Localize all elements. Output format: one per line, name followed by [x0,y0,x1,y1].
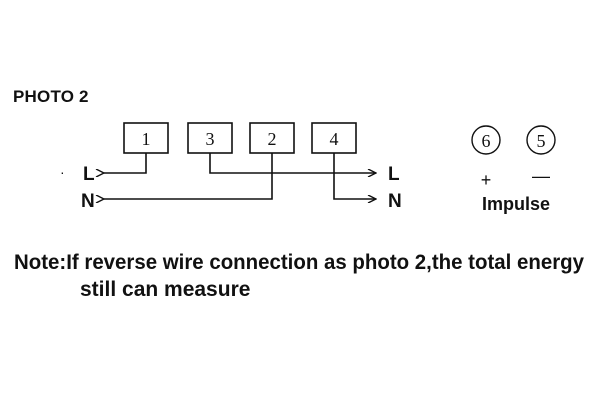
note-line-2: still can measure [80,278,250,301]
left-neutral-label: N [81,191,95,212]
pulse-plus-sign: + [481,170,492,190]
wire-terminal4-to-right-neutral [333,153,376,199]
terminal-box-4 [311,122,357,154]
photo-title: PHOTO 2 [13,87,89,106]
pulse-terminal-label-5: 5 [537,131,546,151]
pulse-output: 6 5 + — Impulse [471,125,556,214]
pulse-terminal-5 [526,125,556,155]
note-line-1: Note:If reverse wire connection as photo… [14,251,584,274]
wire-terminal2-to-left-neutral [104,153,273,199]
pulse-minus-sign: — [532,166,550,186]
terminal-label-1: 1 [142,129,151,149]
left-live-label: L [83,164,95,185]
impulse-label: Impulse [482,194,550,214]
terminal-block: 1 3 2 4 [123,122,357,154]
wire-terminal1-to-left-live [104,153,147,173]
pulse-terminal-label-6: 6 [482,131,491,151]
wires [104,153,376,199]
wire-terminal3-to-right-live [209,153,376,173]
terminal-label-4: 4 [330,129,339,149]
right-neutral-label: N [388,191,402,212]
right-live-label: L [388,164,400,185]
terminal-label-3: 3 [206,129,215,149]
pulse-terminal-6 [471,125,501,155]
terminal-label-2: 2 [268,129,277,149]
stray-dot: · [60,164,65,180]
